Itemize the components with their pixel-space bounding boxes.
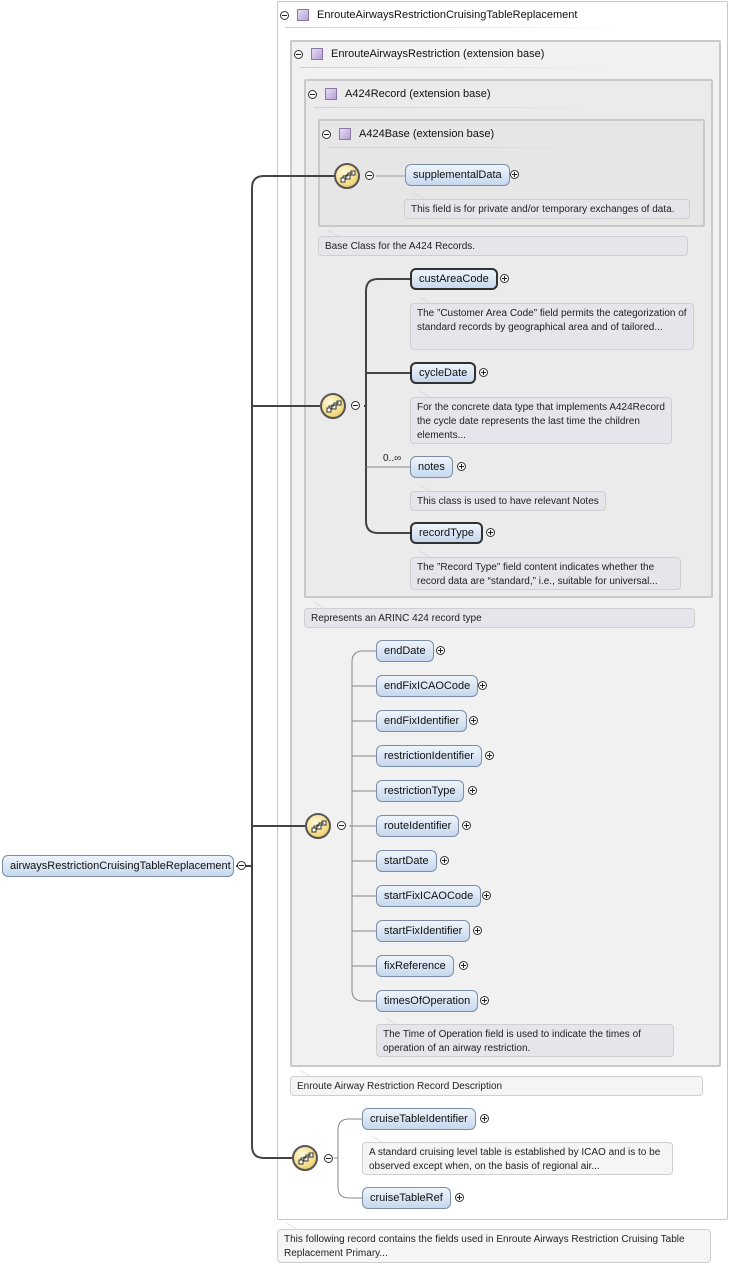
root-element[interactable]: airwaysRestrictionCruisingTableReplaceme… [2, 855, 234, 877]
expand-plus-icon[interactable] [479, 368, 488, 377]
expand-plus-icon[interactable] [510, 170, 519, 179]
collapse-minus-icon[interactable] [337, 821, 346, 830]
collapse-minus-icon[interactable] [308, 89, 317, 99]
complex-type-icon [325, 88, 337, 100]
header-underline [285, 27, 630, 28]
expand-plus-icon[interactable] [485, 751, 494, 760]
root-documentation: This following record contains the field… [277, 1223, 711, 1263]
element-supplementalData[interactable]: supplementalData [405, 164, 510, 186]
collapse-minus-icon[interactable] [351, 401, 360, 410]
sequence-compositor-icon[interactable] [320, 393, 346, 419]
collapse-minus-icon[interactable] [237, 861, 246, 870]
element-restrictionType[interactable]: restrictionType [376, 780, 464, 802]
complex-type-icon [339, 128, 351, 140]
element-startFixIdentifier[interactable]: startFixIdentifier [376, 920, 471, 942]
element-timesOfOperation[interactable]: timesOfOperation [376, 990, 479, 1012]
expand-plus-icon[interactable] [480, 996, 489, 1005]
expand-plus-icon[interactable] [436, 646, 445, 655]
element-routeIdentifier[interactable]: routeIdentifier [376, 815, 460, 837]
element-fixReference[interactable]: fixReference [376, 955, 454, 977]
element-notes[interactable]: notes [410, 456, 453, 478]
element-endFixIdentifier[interactable]: endFixIdentifier [376, 710, 468, 732]
expand-plus-icon[interactable] [500, 274, 509, 283]
sequence-compositor-icon[interactable] [334, 163, 360, 189]
element-custAreaCode[interactable]: custAreaCode [410, 268, 498, 290]
expand-plus-icon[interactable] [469, 716, 478, 725]
header-underline [300, 67, 620, 68]
root-type-title: EnrouteAirwaysRestrictionCruisingTableRe… [317, 9, 578, 21]
complex-type-icon [297, 9, 309, 21]
element-endFixICAOCode[interactable]: endFixICAOCode [376, 675, 479, 697]
timesOfOperation-documentation: The Time of Operation field is used to i… [376, 1018, 674, 1057]
extension1-header: EnrouteAirwaysRestriction (extension bas… [294, 45, 544, 63]
expand-plus-icon[interactable] [478, 681, 487, 690]
expand-plus-icon[interactable] [455, 1193, 464, 1202]
collapse-minus-icon[interactable] [324, 1154, 333, 1163]
cycleDate-documentation: For the concrete data type that implemen… [410, 391, 672, 444]
expand-plus-icon[interactable] [473, 926, 482, 935]
element-restrictionIdentifier[interactable]: restrictionIdentifier [376, 745, 482, 767]
extension2-header: A424Record (extension base) [308, 85, 491, 103]
element-endDate[interactable]: endDate [376, 640, 434, 662]
header-underline [314, 107, 614, 108]
element-cycleDate[interactable]: cycleDate [410, 362, 477, 384]
cruiseTableIdentifier-documentation: A standard cruising level table is estab… [362, 1136, 673, 1175]
element-cruiseTableIdentifier[interactable]: cruiseTableIdentifier [362, 1108, 476, 1130]
expand-plus-icon[interactable] [486, 528, 495, 537]
collapse-minus-icon[interactable] [365, 171, 374, 180]
collapse-minus-icon[interactable] [294, 49, 303, 59]
notes-documentation: This class is used to have relevant Note… [410, 485, 606, 511]
collapse-minus-icon[interactable] [280, 10, 289, 20]
extension1-documentation: Enroute Airway Restriction Record Descri… [290, 1070, 703, 1096]
element-cruiseTableRef[interactable]: cruiseTableRef [362, 1187, 451, 1209]
collapse-minus-icon[interactable] [322, 129, 331, 139]
expand-plus-icon[interactable] [482, 891, 491, 900]
expand-plus-icon[interactable] [462, 821, 471, 830]
expand-plus-icon[interactable] [459, 961, 468, 970]
element-recordType[interactable]: recordType [410, 522, 484, 544]
recordType-documentation: The ”Record Type” field content indicate… [410, 551, 681, 590]
extension3-header: A424Base (extension base) [322, 125, 494, 143]
sequence-compositor-icon[interactable] [305, 813, 331, 839]
expand-plus-icon[interactable] [468, 786, 477, 795]
root-type-header: EnrouteAirwaysRestrictionCruisingTableRe… [280, 6, 577, 24]
expand-plus-icon[interactable] [457, 462, 466, 471]
custAreaCode-documentation: The ”Customer Area Code” field permits t… [410, 297, 694, 350]
complex-type-icon [311, 48, 323, 60]
notes-occurrence: 0..∞ [383, 453, 402, 464]
expand-plus-icon[interactable] [440, 856, 449, 865]
expand-plus-icon[interactable] [480, 1114, 489, 1123]
extension2-title: A424Record (extension base) [345, 88, 491, 100]
element-startFixICAOCode[interactable]: startFixICAOCode [376, 885, 482, 907]
element-startDate[interactable]: startDate [376, 850, 437, 872]
extension3-title: A424Base (extension base) [359, 128, 495, 140]
sequence-compositor-icon[interactable] [292, 1145, 318, 1171]
supplementalData-documentation: This field is for private and/or tempora… [404, 193, 690, 219]
header-underline [328, 147, 608, 148]
extension3-documentation: Base Class for the A424 Records. [318, 230, 688, 256]
extension1-title: EnrouteAirwaysRestriction (extension bas… [331, 48, 545, 60]
extension2-documentation: Represents an ARINC 424 record type [304, 602, 695, 628]
